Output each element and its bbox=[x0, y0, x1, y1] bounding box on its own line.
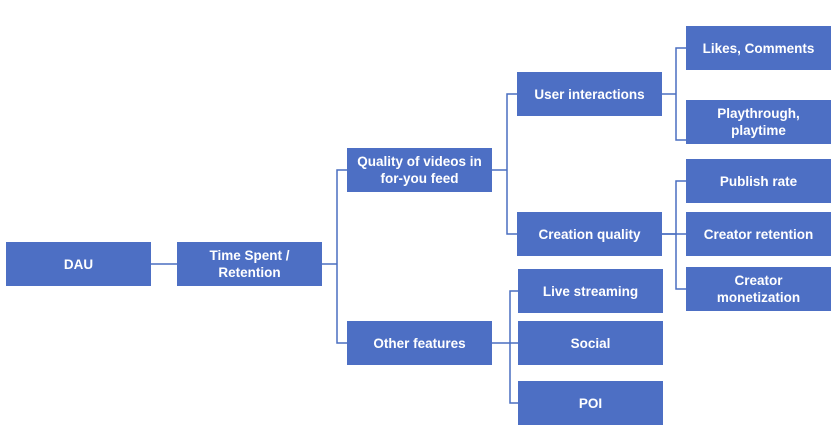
edge-bracket-to-likes-playthrough bbox=[675, 47, 686, 141]
node-quality-of-videos: Quality of videos in for-you feed bbox=[347, 148, 492, 192]
edge-bracket-to-quality bbox=[336, 169, 347, 344]
node-publish-rate: Publish rate bbox=[686, 159, 831, 203]
node-live-streaming: Live streaming bbox=[518, 269, 663, 313]
node-dau: DAU bbox=[6, 242, 151, 286]
node-user-interactions: User interactions bbox=[517, 72, 662, 116]
node-likes-comments: Likes, Comments bbox=[686, 26, 831, 70]
node-poi: POI bbox=[518, 381, 663, 425]
node-creation-quality: Creation quality bbox=[517, 212, 662, 256]
node-social: Social bbox=[518, 321, 663, 365]
edge-bracket-to-interactions-creation bbox=[506, 93, 517, 235]
node-creator-retention: Creator retention bbox=[686, 212, 831, 256]
node-other-features: Other features bbox=[347, 321, 492, 365]
edge-bracket-to-live-social-poi bbox=[509, 290, 518, 404]
edge-bracket-to-publish-retention-monetization bbox=[662, 180, 686, 290]
node-playthrough-playtime: Playthrough, playtime bbox=[686, 100, 831, 144]
node-time-spent-retention: Time Spent / Retention bbox=[177, 242, 322, 286]
node-creator-monetization: Creator monetization bbox=[686, 267, 831, 311]
